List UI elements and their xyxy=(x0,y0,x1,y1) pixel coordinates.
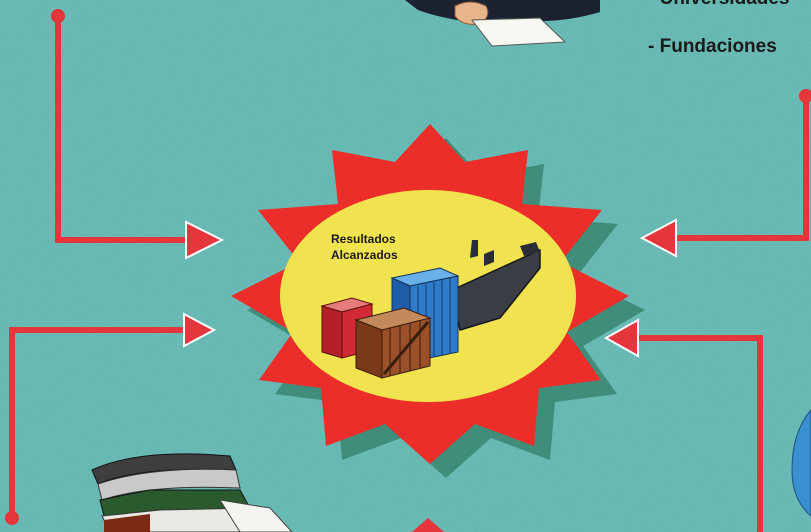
wooden-crate-illustration xyxy=(356,308,430,378)
list-item-fundaciones: - Fundaciones xyxy=(648,36,777,58)
list-item-universidades: - Universidades xyxy=(648,0,790,10)
center-label-line2: Alcanzados xyxy=(331,248,398,262)
center-label-line1: Resultados xyxy=(331,232,396,246)
